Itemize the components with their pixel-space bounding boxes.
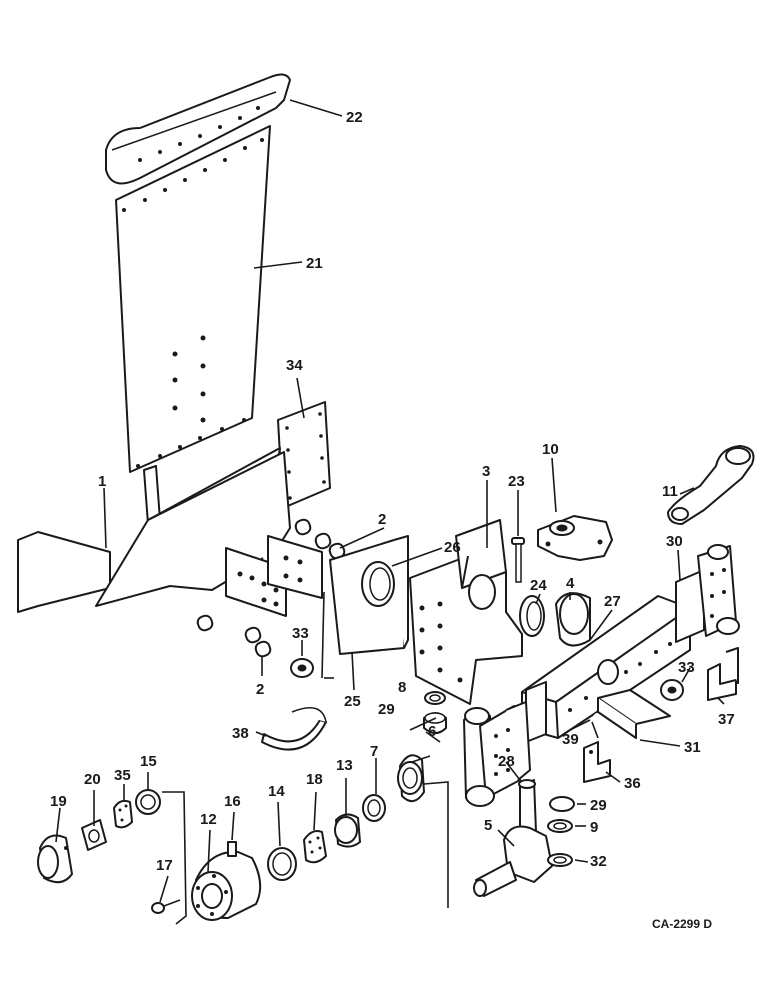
drawing-code: CA-2299 D bbox=[652, 917, 712, 931]
part-2-bushings-lower bbox=[196, 614, 272, 658]
callout-37: 37 bbox=[718, 711, 735, 728]
callout-34: 34 bbox=[286, 357, 303, 374]
callout-10: 10 bbox=[542, 441, 559, 458]
callout-7: 7 bbox=[370, 743, 378, 760]
callout-21: 21 bbox=[306, 255, 323, 272]
part-3-axle-bracket bbox=[409, 519, 523, 705]
callout-2-upper: 2 bbox=[378, 511, 386, 528]
callout-38: 38 bbox=[232, 725, 249, 742]
callout-3: 3 bbox=[482, 463, 490, 480]
part-13-bearing-cup bbox=[334, 813, 361, 848]
part-30-end-plate bbox=[675, 544, 740, 643]
part-17-bolt bbox=[151, 899, 181, 914]
callout-9: 9 bbox=[590, 819, 598, 836]
part-16-grease-fitting bbox=[227, 841, 237, 857]
callout-19: 19 bbox=[50, 793, 67, 810]
callout-23: 23 bbox=[508, 473, 525, 490]
part-4-sleeve bbox=[555, 592, 591, 647]
callout-6: 6 bbox=[428, 723, 436, 740]
callout-33-left: 33 bbox=[292, 625, 309, 642]
callout-30: 30 bbox=[666, 533, 683, 550]
callout-4: 4 bbox=[566, 575, 575, 592]
callout-25: 25 bbox=[344, 693, 361, 710]
part-18-bearing-cone bbox=[303, 830, 327, 864]
part-37-bracket bbox=[707, 647, 739, 701]
callout-16: 16 bbox=[224, 793, 241, 810]
part-24-ring bbox=[519, 595, 545, 637]
callout-5: 5 bbox=[484, 817, 492, 834]
callout-26: 26 bbox=[444, 539, 461, 556]
part-6-seal bbox=[397, 754, 425, 803]
callout-28: 28 bbox=[498, 753, 515, 770]
callout-32: 32 bbox=[590, 853, 607, 870]
part-22-shield-top-strip bbox=[105, 73, 291, 185]
part-21-shield-panel bbox=[115, 125, 271, 473]
part-38-clamp-strap bbox=[261, 707, 327, 751]
part-1-axle-support-frame bbox=[17, 447, 323, 617]
callout-17: 17 bbox=[156, 857, 173, 874]
part-27-axle-extension bbox=[521, 595, 691, 743]
callout-15: 15 bbox=[140, 753, 157, 770]
callout-39: 39 bbox=[562, 731, 579, 748]
part-19-hub-cap bbox=[37, 834, 73, 884]
callout-22: 22 bbox=[346, 109, 363, 126]
callout-27: 27 bbox=[604, 593, 621, 610]
part-14-bearing-cup bbox=[267, 847, 297, 881]
callout-13: 13 bbox=[336, 757, 353, 774]
part-33-spacer-left bbox=[290, 658, 314, 678]
callout-14: 14 bbox=[268, 783, 285, 800]
callout-labels: 22 21 34 1 2 26 3 23 10 11 24 4 27 30 33… bbox=[50, 109, 735, 931]
callout-24: 24 bbox=[530, 577, 547, 594]
part-9-washer bbox=[547, 819, 573, 833]
part-12-wheel-hub bbox=[191, 850, 262, 921]
part-8-washer bbox=[424, 691, 446, 705]
part-33-spacer-right bbox=[660, 679, 684, 701]
callout-29-upper: 29 bbox=[378, 701, 395, 718]
part-36-bracket bbox=[583, 741, 611, 783]
part-31-bracket bbox=[597, 689, 671, 739]
callout-18: 18 bbox=[306, 771, 323, 788]
part-28-knuckle-bracket bbox=[463, 701, 531, 807]
callout-1: 1 bbox=[98, 473, 106, 490]
part-2-bushings-upper bbox=[294, 518, 346, 560]
part-23-pin bbox=[511, 537, 525, 583]
callout-31: 31 bbox=[684, 739, 701, 756]
callout-35: 35 bbox=[114, 767, 131, 784]
callout-8: 8 bbox=[398, 679, 406, 696]
part-32-washer bbox=[547, 853, 573, 867]
callout-2-lower: 2 bbox=[256, 681, 264, 698]
leader-lines bbox=[55, 99, 725, 925]
part-7-bearing-cup bbox=[362, 794, 386, 822]
part-25-support-plate bbox=[329, 535, 409, 655]
part-35-bearing-cone bbox=[113, 799, 133, 829]
callout-12: 12 bbox=[200, 811, 217, 828]
callout-36: 36 bbox=[624, 775, 641, 792]
part-10-steering-arm-block bbox=[537, 515, 613, 561]
callout-20: 20 bbox=[84, 771, 101, 788]
callout-29-lower: 29 bbox=[590, 797, 607, 814]
callout-33-right: 33 bbox=[678, 659, 695, 676]
part-29-washer-lower bbox=[549, 796, 575, 812]
part-15-bearing-cup bbox=[135, 789, 161, 815]
part-11-steering-arm bbox=[667, 445, 755, 525]
callout-11: 11 bbox=[662, 483, 678, 500]
part-5-steering-knuckle-spindle bbox=[473, 779, 553, 897]
